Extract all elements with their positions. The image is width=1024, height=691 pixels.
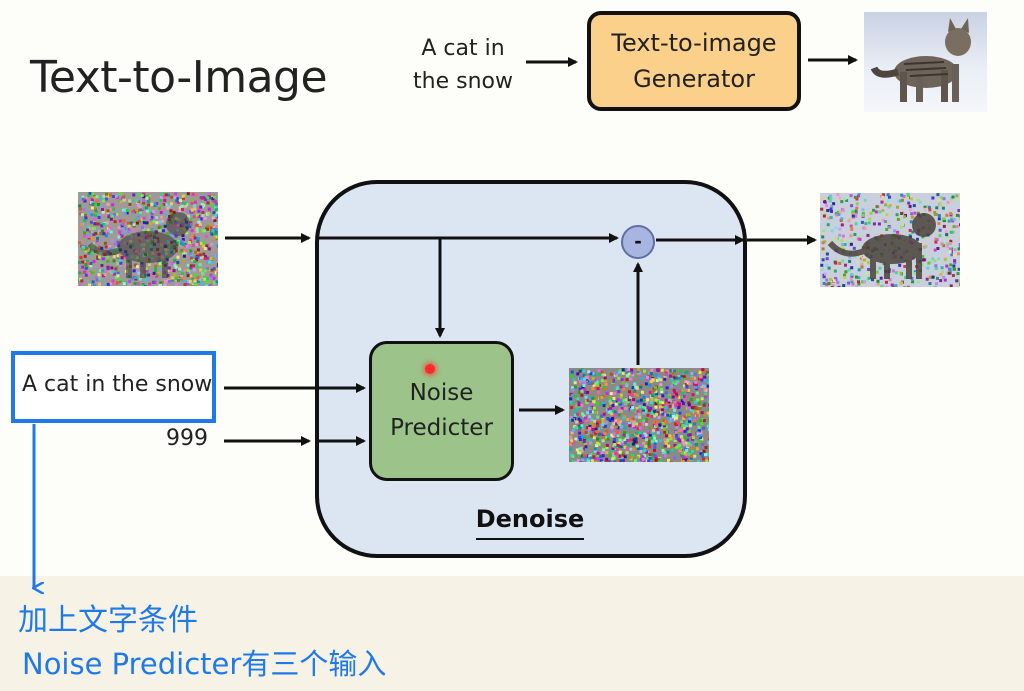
top-prompt-line1: A cat in: [421, 36, 505, 61]
output-denoised-cat-image: [820, 193, 960, 287]
annotation-line1: 加上文字条件: [18, 603, 198, 638]
step-number: 999: [166, 426, 208, 451]
denoise-underline: [476, 538, 584, 540]
output-cat-image: [864, 12, 987, 112]
annotation-line2: Noise Predicter有三个输入: [22, 647, 387, 681]
subtract-node: -: [621, 225, 655, 259]
text-condition-box: A cat in the snow: [11, 351, 216, 423]
denoise-label: Denoise: [475, 505, 585, 533]
slide-title: Text-to-Image: [30, 52, 328, 103]
top-prompt-line2: the snow: [413, 69, 513, 94]
input-noisy-cat-image: [78, 192, 218, 286]
noise-predicter-line1: Noise: [409, 380, 474, 406]
laser-pointer-dot: [425, 364, 435, 374]
noise-predicter-box: Noise Predicter: [369, 341, 514, 481]
noise-predicter-line2: Predicter: [390, 415, 493, 441]
generator-line2: Generator: [633, 65, 755, 93]
generator-line1: Text-to-image: [611, 29, 777, 57]
top-prompt: A cat in the snow: [410, 32, 516, 98]
text-condition-label: A cat in the snow: [22, 372, 213, 397]
text-to-image-generator-box: Text-to-image Generator: [587, 11, 801, 111]
predicted-noise-image: [569, 368, 709, 462]
